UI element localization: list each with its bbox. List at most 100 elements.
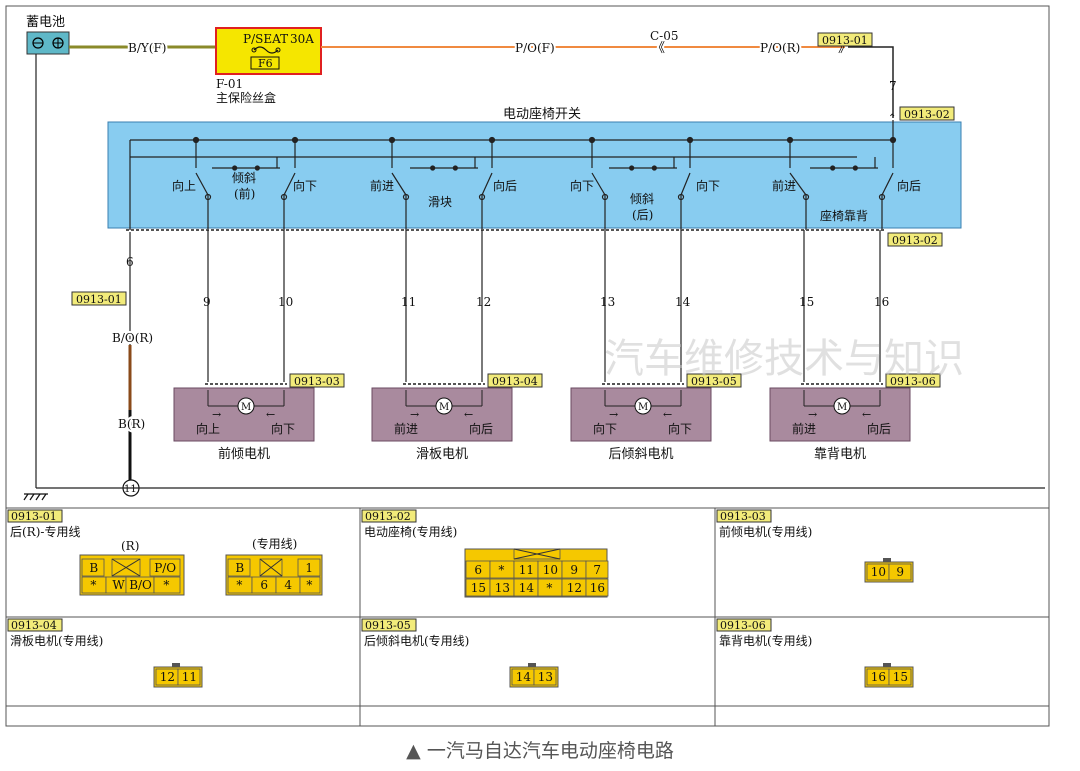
connector-pin: P/O: [154, 561, 176, 575]
switch-label: 前进: [772, 178, 796, 193]
motor-tag-text: 0913-03: [294, 375, 340, 388]
svg-text:M: M: [241, 402, 251, 413]
connector-pin: 4: [284, 578, 292, 592]
motor-box: [769, 387, 911, 442]
wire-by-f-label: B/Y(F): [128, 41, 166, 55]
panel-title: 滑板电机(专用线): [10, 633, 103, 648]
switch-label: 座椅靠背: [820, 208, 868, 223]
wire-po-f-label: P/O(F): [515, 41, 555, 55]
connector-pin: 9: [896, 565, 904, 579]
panel-title: 靠背电机(专用线): [719, 633, 812, 648]
fuse-name: P/SEAT: [243, 32, 288, 46]
motor-name: 滑板电机: [416, 447, 468, 462]
panel-title: 前倾电机(专用线): [719, 524, 812, 539]
connector-pin: 15: [471, 581, 486, 595]
figure-caption: ▲ 一汽马自达汽车电动座椅电路: [406, 740, 674, 762]
switch-block-title: 电动座椅开关: [503, 107, 581, 122]
connector-pin: 16: [590, 581, 605, 595]
panel-tag: 0913-05: [365, 619, 411, 632]
tag-0913-02-bottom-text: 0913-02: [892, 234, 938, 247]
switch-label: 倾斜: [232, 171, 256, 185]
connector-pin: 7: [593, 563, 601, 577]
switch-wiring: [129, 120, 897, 230]
svg-text:→: →: [410, 408, 419, 421]
connector-pin: 11: [182, 670, 197, 684]
switch-label: (后): [632, 208, 653, 222]
connector-pin: 1: [305, 561, 313, 575]
panel-title: 后(R)-专用线: [10, 524, 80, 539]
connector-pin: W: [112, 578, 125, 592]
motor-icon: [237, 397, 255, 415]
motor-tag-text: 0913-06: [890, 375, 936, 388]
wire-bo-r-label: B/O(R): [112, 331, 153, 345]
wire-b-r-label: B(R): [118, 417, 145, 431]
motor-tag: [289, 373, 345, 388]
motor-pin-left: 13: [600, 295, 615, 309]
svg-text:⌃: ⌃: [888, 113, 896, 124]
connector-pin: 13: [495, 581, 510, 595]
motor-dir-left: 前进: [792, 421, 816, 436]
connector-pin: 10: [871, 565, 886, 579]
switch-label: 向下: [293, 178, 317, 193]
ground-node-label: 11: [124, 484, 137, 495]
connector-pin: 15: [893, 670, 908, 684]
diagram-frame: [5, 5, 1050, 707]
motor-tag: [487, 373, 543, 388]
connector-pin: *: [163, 578, 169, 592]
fuse-box: [215, 27, 322, 75]
motor-box: [371, 387, 513, 442]
pin-6-label: 6: [126, 255, 134, 269]
panel-title: 电动座椅(专用线): [364, 524, 457, 539]
motor-dir-right: 向后: [867, 421, 891, 436]
connector-pin: *: [90, 578, 96, 592]
fuse-box-label: 主保险丝盒: [216, 90, 276, 105]
tag-0913-02-top-text: 0913-02: [904, 108, 950, 121]
switch-label: 向后: [897, 178, 921, 193]
connector-pin: 12: [567, 581, 582, 595]
motor-icon: [833, 397, 851, 415]
panel-sub: (专用线): [252, 536, 297, 551]
svg-text:←: ←: [663, 408, 672, 421]
pin-7-label: 7: [889, 79, 897, 93]
motor-tag: [885, 373, 941, 388]
svg-text:→: →: [609, 408, 618, 421]
motor-box: [570, 387, 712, 442]
motor-pin-right: 10: [278, 295, 293, 309]
connector-pin: 9: [570, 563, 578, 577]
ground-symbol: [23, 493, 48, 501]
connector-pin: B/O: [129, 578, 152, 592]
switch-label: 向下: [696, 178, 720, 193]
motor-pin-left: 15: [799, 295, 814, 309]
connector-pin: B: [89, 561, 98, 575]
motor-tag-text: 0913-05: [691, 375, 737, 388]
switch-label: 向上: [172, 178, 196, 193]
connector-pin: 6: [260, 578, 268, 592]
motor-tag-text: 0913-04: [492, 375, 538, 388]
motor-pin-right: 12: [476, 295, 491, 309]
tag-0913-01-top-text: 0913-01: [822, 34, 868, 47]
connector-pin: *: [306, 578, 312, 592]
tag-0913-02-bottom: [887, 232, 943, 247]
connector-c05-label: C-05: [650, 29, 679, 43]
tag-0913-01-left-text: 0913-01: [76, 293, 122, 306]
wire-to-switch: [848, 46, 894, 118]
motor-pin-left: 9: [203, 295, 211, 309]
panel-tag: 0913-03: [720, 510, 766, 523]
motor-dir-right: 向后: [469, 421, 493, 436]
svg-text:←: ←: [862, 408, 871, 421]
wire-po-r-label: P/O(R): [760, 41, 800, 55]
motor-icon: [435, 397, 453, 415]
svg-text:→: →: [212, 408, 221, 421]
motor-name: 后倾斜电机: [609, 447, 674, 462]
svg-text:M: M: [439, 402, 449, 413]
motor-dir-left: 向下: [593, 421, 617, 436]
battery-label: 蓄电池: [26, 15, 65, 30]
switch-label: 倾斜: [630, 192, 654, 206]
tag-0913-02-top: [899, 106, 955, 121]
motor-dir-right: 向下: [668, 421, 692, 436]
